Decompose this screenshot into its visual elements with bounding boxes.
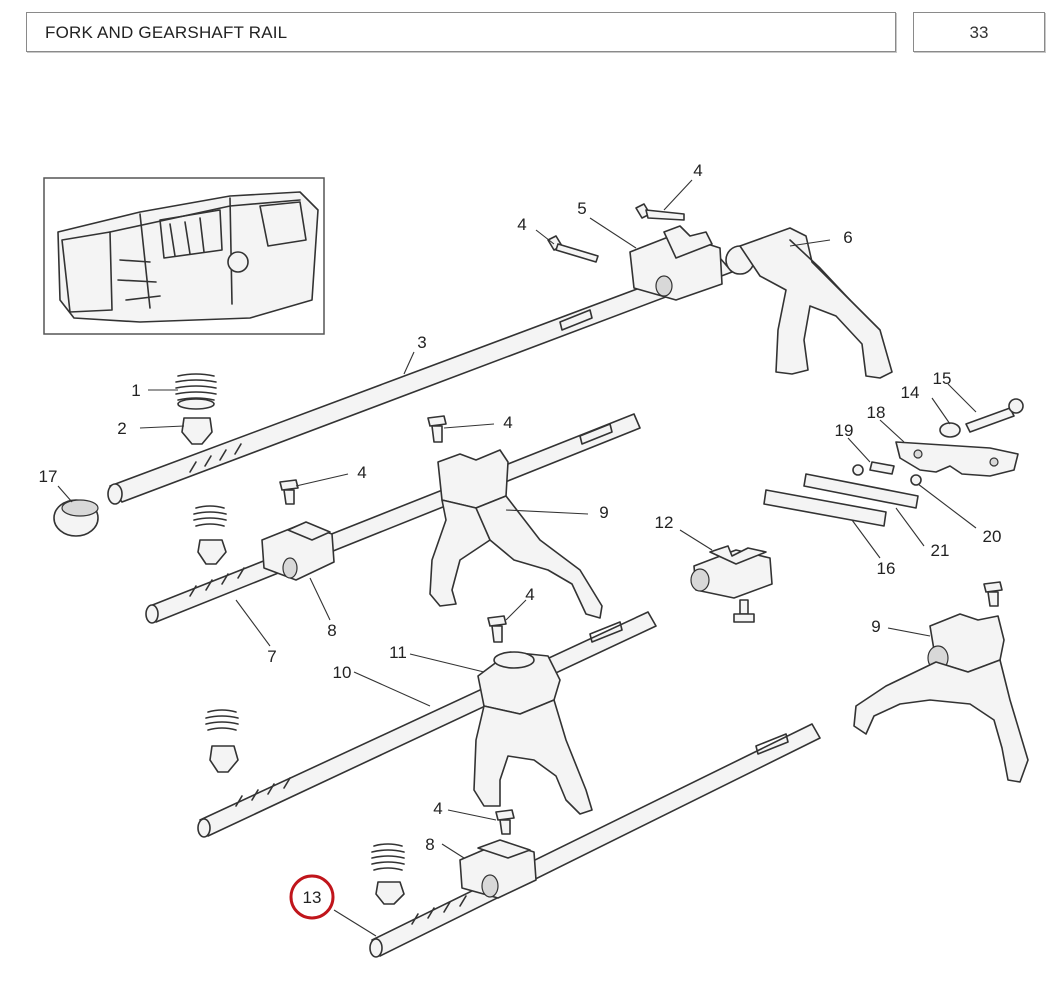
selector-fork-11 xyxy=(473,651,593,815)
page-title: FORK AND GEARSHAFT RAIL xyxy=(45,23,288,42)
gearbox-inset xyxy=(43,177,325,335)
callout-20: 20 xyxy=(983,527,1002,546)
page-number: 33 xyxy=(969,23,989,42)
callout-labels: 1 2 3 4 4 5 6 17 4 4 9 8 7 12 15 14 18 1… xyxy=(39,161,1002,920)
callout-2: 2 xyxy=(117,419,126,438)
bolt-4-fork-9 xyxy=(427,415,447,443)
detent-spring-left-3 xyxy=(205,709,239,773)
plug-17 xyxy=(53,499,99,537)
bolt-4-top-left xyxy=(547,235,599,263)
callout-8-upper: 8 xyxy=(327,621,336,640)
detent-spring-left-2 xyxy=(193,505,227,565)
callout-3: 3 xyxy=(417,333,426,352)
detent-plunger-2 xyxy=(181,417,213,445)
highlight-circle xyxy=(289,874,335,920)
callout-4-center: 4 xyxy=(503,413,512,432)
rail-block-5 xyxy=(629,225,723,301)
gearshaft-rail-13 xyxy=(369,723,821,958)
washer-14 xyxy=(939,422,961,438)
bolt-15 xyxy=(965,398,1024,433)
callout-4-top: 4 xyxy=(693,161,702,180)
detent-spring-1 xyxy=(175,373,217,410)
callout-9-right: 9 xyxy=(871,617,880,636)
callout-5: 5 xyxy=(577,199,586,218)
callout-9-center: 9 xyxy=(599,503,608,522)
header-page-box: 33 xyxy=(913,12,1045,52)
callout-12: 12 xyxy=(655,513,674,532)
interlock-block-12 xyxy=(690,545,773,599)
callout-4-lower: 4 xyxy=(525,585,534,604)
callout-16: 16 xyxy=(877,559,896,578)
callout-8-lower: 8 xyxy=(425,835,434,854)
callout-15: 15 xyxy=(933,369,952,388)
callout-17: 17 xyxy=(39,467,58,486)
selector-fork-6 xyxy=(725,227,893,379)
bolt-4-bottom xyxy=(495,809,515,835)
callout-21: 21 xyxy=(931,541,950,560)
callout-19: 19 xyxy=(835,421,854,440)
callout-4-top-left: 4 xyxy=(517,215,526,234)
bolt-12 xyxy=(733,599,755,623)
bolt-4-rail-7 xyxy=(279,479,299,505)
callout-13: 13 xyxy=(303,888,322,907)
leader-lines xyxy=(57,179,977,937)
plate-21 xyxy=(803,473,919,509)
callout-4-left: 4 xyxy=(357,463,366,482)
bolt-4-top-right xyxy=(635,203,685,221)
callout-18: 18 xyxy=(867,403,886,422)
ball-20 xyxy=(910,474,922,486)
callout-11: 11 xyxy=(389,643,407,662)
bracket-18 xyxy=(895,441,1019,477)
callout-4-bottom: 4 xyxy=(433,799,442,818)
balls-19 xyxy=(852,461,895,476)
selector-fork-9-right xyxy=(853,613,1029,783)
callout-14: 14 xyxy=(901,383,920,402)
callout-7: 7 xyxy=(267,647,276,666)
header-title-box: FORK AND GEARSHAFT RAIL xyxy=(26,12,896,52)
rail-block-8-lower xyxy=(459,839,537,899)
rail-block-8-upper xyxy=(261,521,335,581)
callout-10: 10 xyxy=(333,663,352,682)
bolt-4-right-lower xyxy=(983,581,1003,607)
selector-fork-9-center xyxy=(429,449,603,619)
detent-spring-bottom xyxy=(371,843,405,905)
callout-6: 6 xyxy=(843,228,852,247)
callout-1: 1 xyxy=(131,381,140,400)
bolt-4-fork-11 xyxy=(487,615,507,643)
plate-16 xyxy=(763,489,887,527)
